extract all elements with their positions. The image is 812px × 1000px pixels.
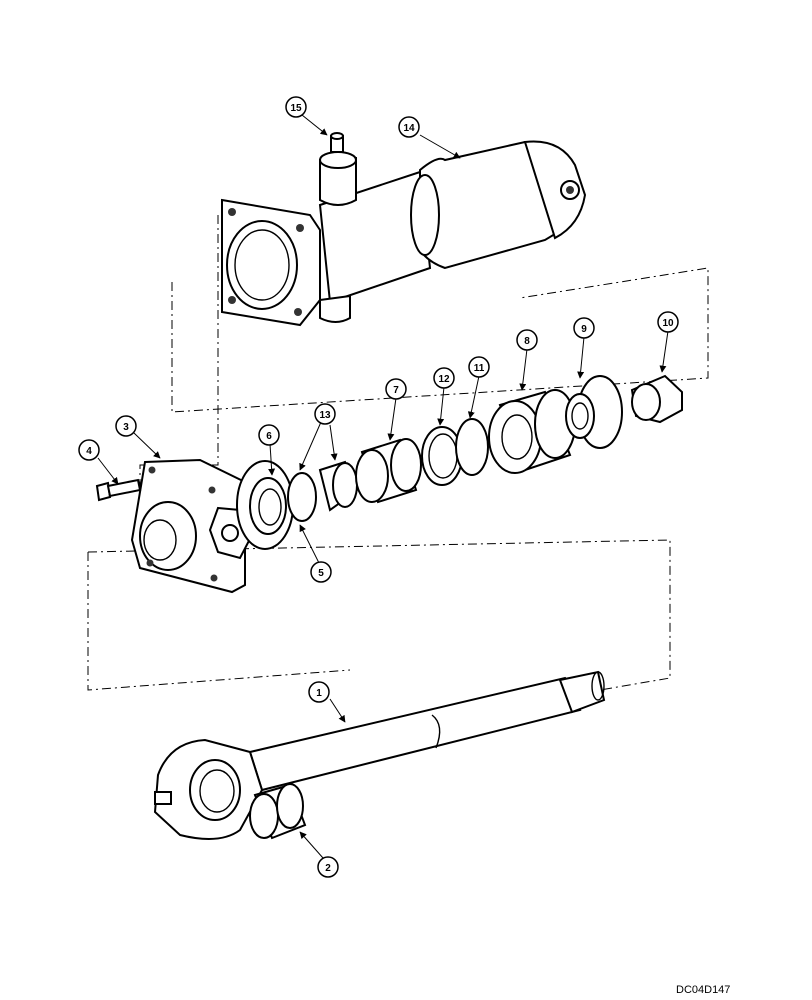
callout-8: 8 — [516, 329, 538, 351]
svg-text:4: 4 — [86, 446, 92, 457]
grease-fitting — [330, 132, 344, 153]
cylinder-head — [130, 458, 254, 594]
drawing-code: DC04D147 — [676, 984, 731, 996]
callout-11: 11 — [468, 356, 490, 378]
callout-2: 2 — [317, 856, 339, 878]
callout-3: 3 — [115, 415, 137, 437]
retaining-rings — [421, 418, 489, 486]
rod-seals — [287, 460, 358, 522]
svg-text:3: 3 — [123, 422, 129, 433]
svg-text:2: 2 — [325, 863, 331, 874]
callout-9: 9 — [573, 317, 595, 339]
callout-10: 10 — [657, 311, 679, 333]
svg-text:13: 13 — [319, 410, 331, 421]
callout-13: 13 — [314, 403, 336, 425]
svg-text:10: 10 — [662, 318, 674, 329]
svg-text:9: 9 — [581, 324, 587, 335]
piston-nut — [630, 374, 683, 424]
svg-text:1: 1 — [316, 688, 322, 699]
callout-5: 5 — [310, 561, 332, 583]
svg-text:15: 15 — [290, 103, 302, 114]
svg-text:12: 12 — [438, 374, 450, 385]
callout-4: 4 — [78, 439, 100, 461]
svg-text:14: 14 — [403, 123, 415, 134]
bolt — [95, 478, 142, 502]
callout-15: 15 — [285, 96, 307, 118]
piston — [488, 389, 576, 474]
callout-6: 6 — [258, 424, 280, 446]
svg-text:11: 11 — [474, 363, 485, 374]
piston-rod — [153, 670, 606, 840]
callout-12: 12 — [433, 367, 455, 389]
rod-bushing — [355, 438, 422, 504]
callout-14: 14 — [398, 116, 420, 138]
cylinder-barrel — [221, 140, 587, 327]
svg-text:7: 7 — [393, 385, 399, 396]
svg-text:8: 8 — [524, 336, 530, 347]
callout-leaders — [97, 114, 669, 859]
callout-1: 1 — [308, 681, 330, 703]
svg-text:5: 5 — [318, 568, 324, 579]
callout-7: 7 — [385, 378, 407, 400]
wiper-seal — [236, 460, 294, 550]
eye-bushing — [249, 783, 307, 840]
piston-seal — [565, 375, 623, 449]
svg-text:6: 6 — [266, 431, 272, 442]
